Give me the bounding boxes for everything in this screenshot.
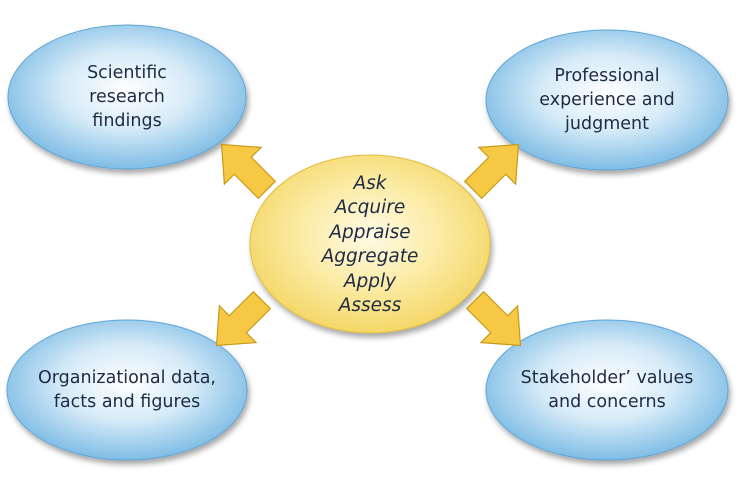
arrow-to-top-left: [220, 143, 277, 200]
node-bottom-right-ellipse: [485, 319, 729, 461]
node-line: experience and: [539, 90, 675, 110]
node-top-right-label: Professional experience and judgment: [497, 50, 717, 150]
node-line: and concerns: [548, 392, 666, 412]
node-top-right-ellipse: [485, 29, 729, 171]
arrow-to-bottom-left: [215, 290, 272, 347]
center-line: Acquire: [334, 197, 406, 218]
node-line: Organizational data,: [37, 368, 216, 388]
center-line: Assess: [338, 295, 402, 316]
node-line: Professional: [554, 66, 660, 86]
center-label: Ask Acquire Appraise Aggregate Apply Ass…: [270, 170, 470, 320]
center-line: Aggregate: [321, 246, 419, 267]
node-line: Scientific: [87, 63, 167, 83]
center-line: Apply: [343, 270, 397, 292]
arrow-to-bottom-right: [465, 290, 522, 347]
center-line: Ask: [353, 172, 387, 194]
center-ellipse: [249, 154, 491, 334]
node-line: Stakeholder’ values: [520, 368, 694, 388]
node-top-left-label: Scientific research findings: [22, 47, 232, 147]
arrow-to-top-right: [463, 143, 520, 200]
node-line: research: [89, 87, 165, 107]
node-top-left-ellipse: [7, 24, 247, 170]
node-line: findings: [92, 111, 162, 131]
node-bottom-left-ellipse: [6, 319, 248, 461]
node-line: facts and figures: [53, 392, 201, 412]
node-bottom-left-label: Organizational data, facts and figures: [12, 350, 242, 430]
center-line: Appraise: [329, 221, 411, 243]
node-bottom-right-label: Stakeholder’ values and concerns: [492, 350, 722, 430]
node-line: judgment: [565, 114, 649, 134]
